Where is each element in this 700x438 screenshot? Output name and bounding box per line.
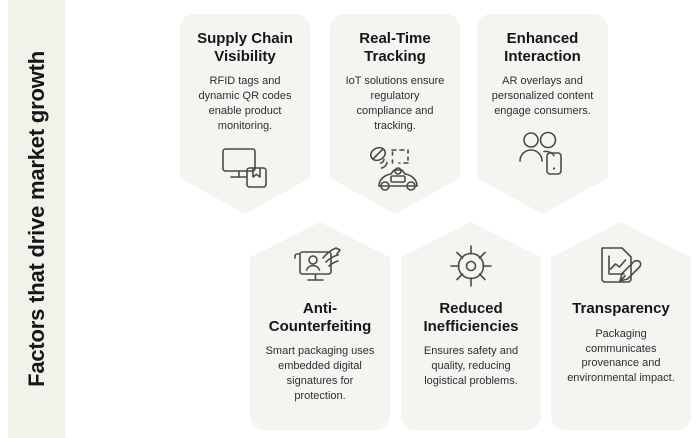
card-title: Enhanced Interaction [504,30,581,65]
monitor-identity-scan-icon [292,244,348,288]
card-description: AR overlays and personalized content eng… [491,75,594,118]
card-enhanced-interaction[interactable]: Enhanced Interaction AR overlays and per… [477,14,608,214]
gear-sun-burst-icon [447,244,495,288]
card-reduced-inefficiencies[interactable]: Reduced Inefficiencies Ensures safety an… [401,222,541,430]
card-title: Real-Time Tracking [359,30,431,65]
card-transparency[interactable]: Transparency Packaging communicates prov… [551,222,691,430]
sidebar-band [8,0,65,438]
satellite-signal-and-car-icon [367,146,423,192]
card-title: Transparency [572,300,670,317]
card-description: Smart packaging uses embedded digital si… [265,345,375,402]
card-supply-chain-visibility[interactable]: Supply Chain Visibility RFID tags and dy… [180,14,310,214]
card-title: Reduced Inefficiencies [423,300,519,335]
document-chart-and-pen-icon [595,244,647,288]
card-title: Anti-Counterfeiting [268,300,372,335]
card-description: IoT solutions ensure regulatory complian… [345,75,445,132]
card-title: Supply Chain Visibility [197,30,293,65]
card-description: Packaging communicates provenance and en… [567,327,675,385]
card-description: Ensures safety and quality, reducing log… [423,345,519,388]
card-description: RFID tags and dynamic QR codes enable pr… [198,75,292,132]
card-real-time-tracking[interactable]: Real-Time Tracking IoT solutions ensure … [330,14,460,214]
card-anti-counterfeiting[interactable]: Anti-Counterfeiting Smart packaging uses… [250,222,390,430]
monitor-and-package-icon [219,146,271,190]
two-people-and-phone-icon [517,131,569,175]
